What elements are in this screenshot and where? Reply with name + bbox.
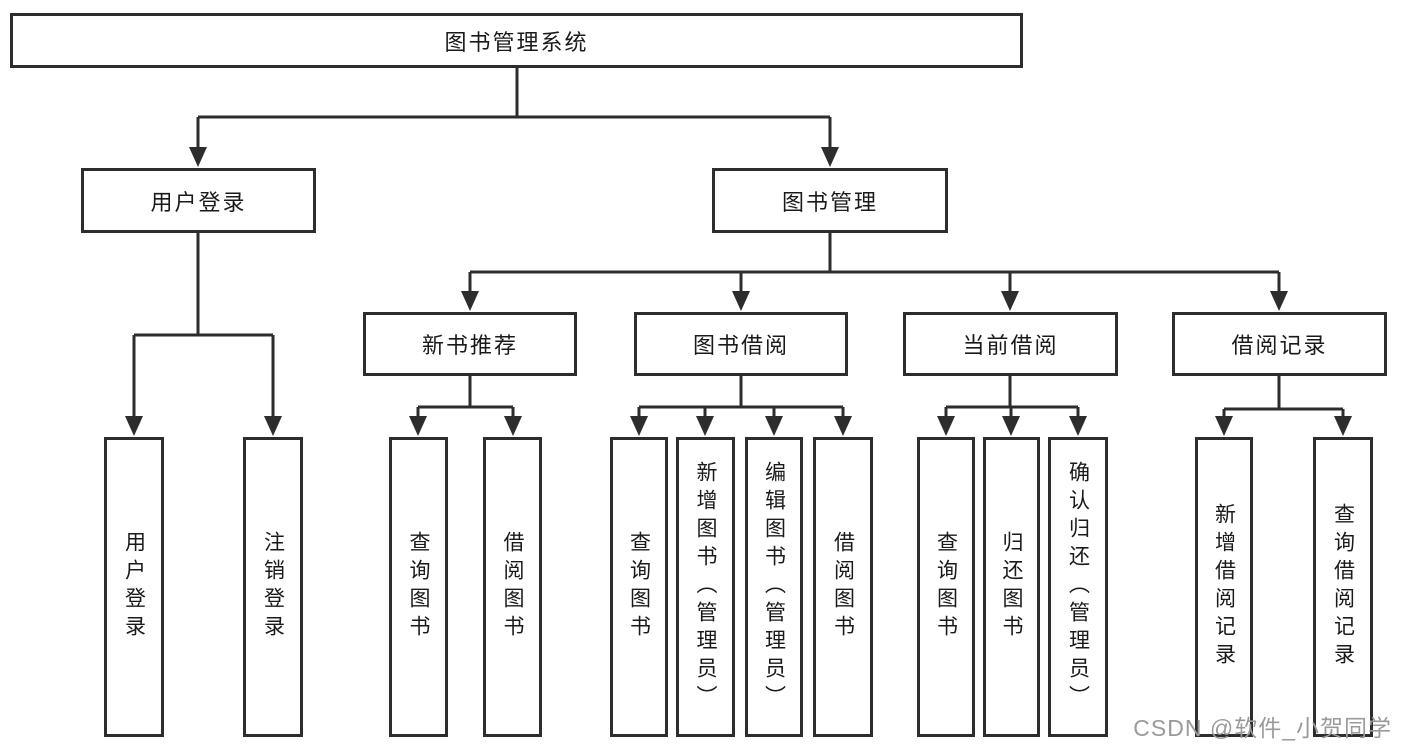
csdn-watermark: CSDN @软件_小贺同学: [1133, 715, 1392, 741]
leaf-confirm-return-admin: 确认归还（管理员）: [1048, 437, 1108, 737]
connector-borrow-records-to-leaves: [1222, 376, 1345, 417]
leaf-current-query-books: 查询图书: [917, 437, 975, 737]
leaf-add-borrow-record: 新增借阅记录: [1195, 437, 1253, 737]
connector-book-borrow-to-leaves: [637, 376, 845, 417]
leaf-return-books: 归还图书: [983, 437, 1040, 737]
leaf-borrow-query-books: 查询图书: [610, 437, 668, 737]
node-root-library-management-system: 图书管理系统: [10, 13, 1023, 68]
leaf-query-borrow-record: 查询借阅记录: [1313, 437, 1373, 737]
node-borrow-records: 借阅记录: [1172, 312, 1387, 376]
leaf-edit-books-admin: 编辑图书（管理员）: [745, 437, 803, 737]
node-book-borrow: 图书借阅: [634, 312, 848, 376]
leaf-logout: 注销登录: [243, 437, 303, 737]
leaf-add-books-admin: 新增图书（管理员）: [676, 437, 735, 737]
connector-book-management-to-level3: [468, 233, 1281, 292]
leaf-newrec-query-books: 查询图书: [389, 437, 448, 737]
connector-new-book-recommend-to-leaves: [416, 376, 515, 417]
connector-current-borrow-to-leaves: [944, 376, 1080, 417]
connector-root-to-level2: [196, 68, 832, 148]
connector-user-login-to-leaves: [132, 233, 275, 417]
leaf-borrow-books: 借阅图书: [813, 437, 873, 737]
leaf-newrec-borrow-books: 借阅图书: [483, 437, 542, 737]
node-book-management: 图书管理: [712, 168, 948, 233]
node-user-login: 用户登录: [81, 168, 316, 233]
node-new-book-recommend: 新书推荐: [363, 312, 577, 376]
leaf-user-login: 用户登录: [104, 437, 164, 737]
node-current-borrow: 当前借阅: [903, 312, 1118, 376]
